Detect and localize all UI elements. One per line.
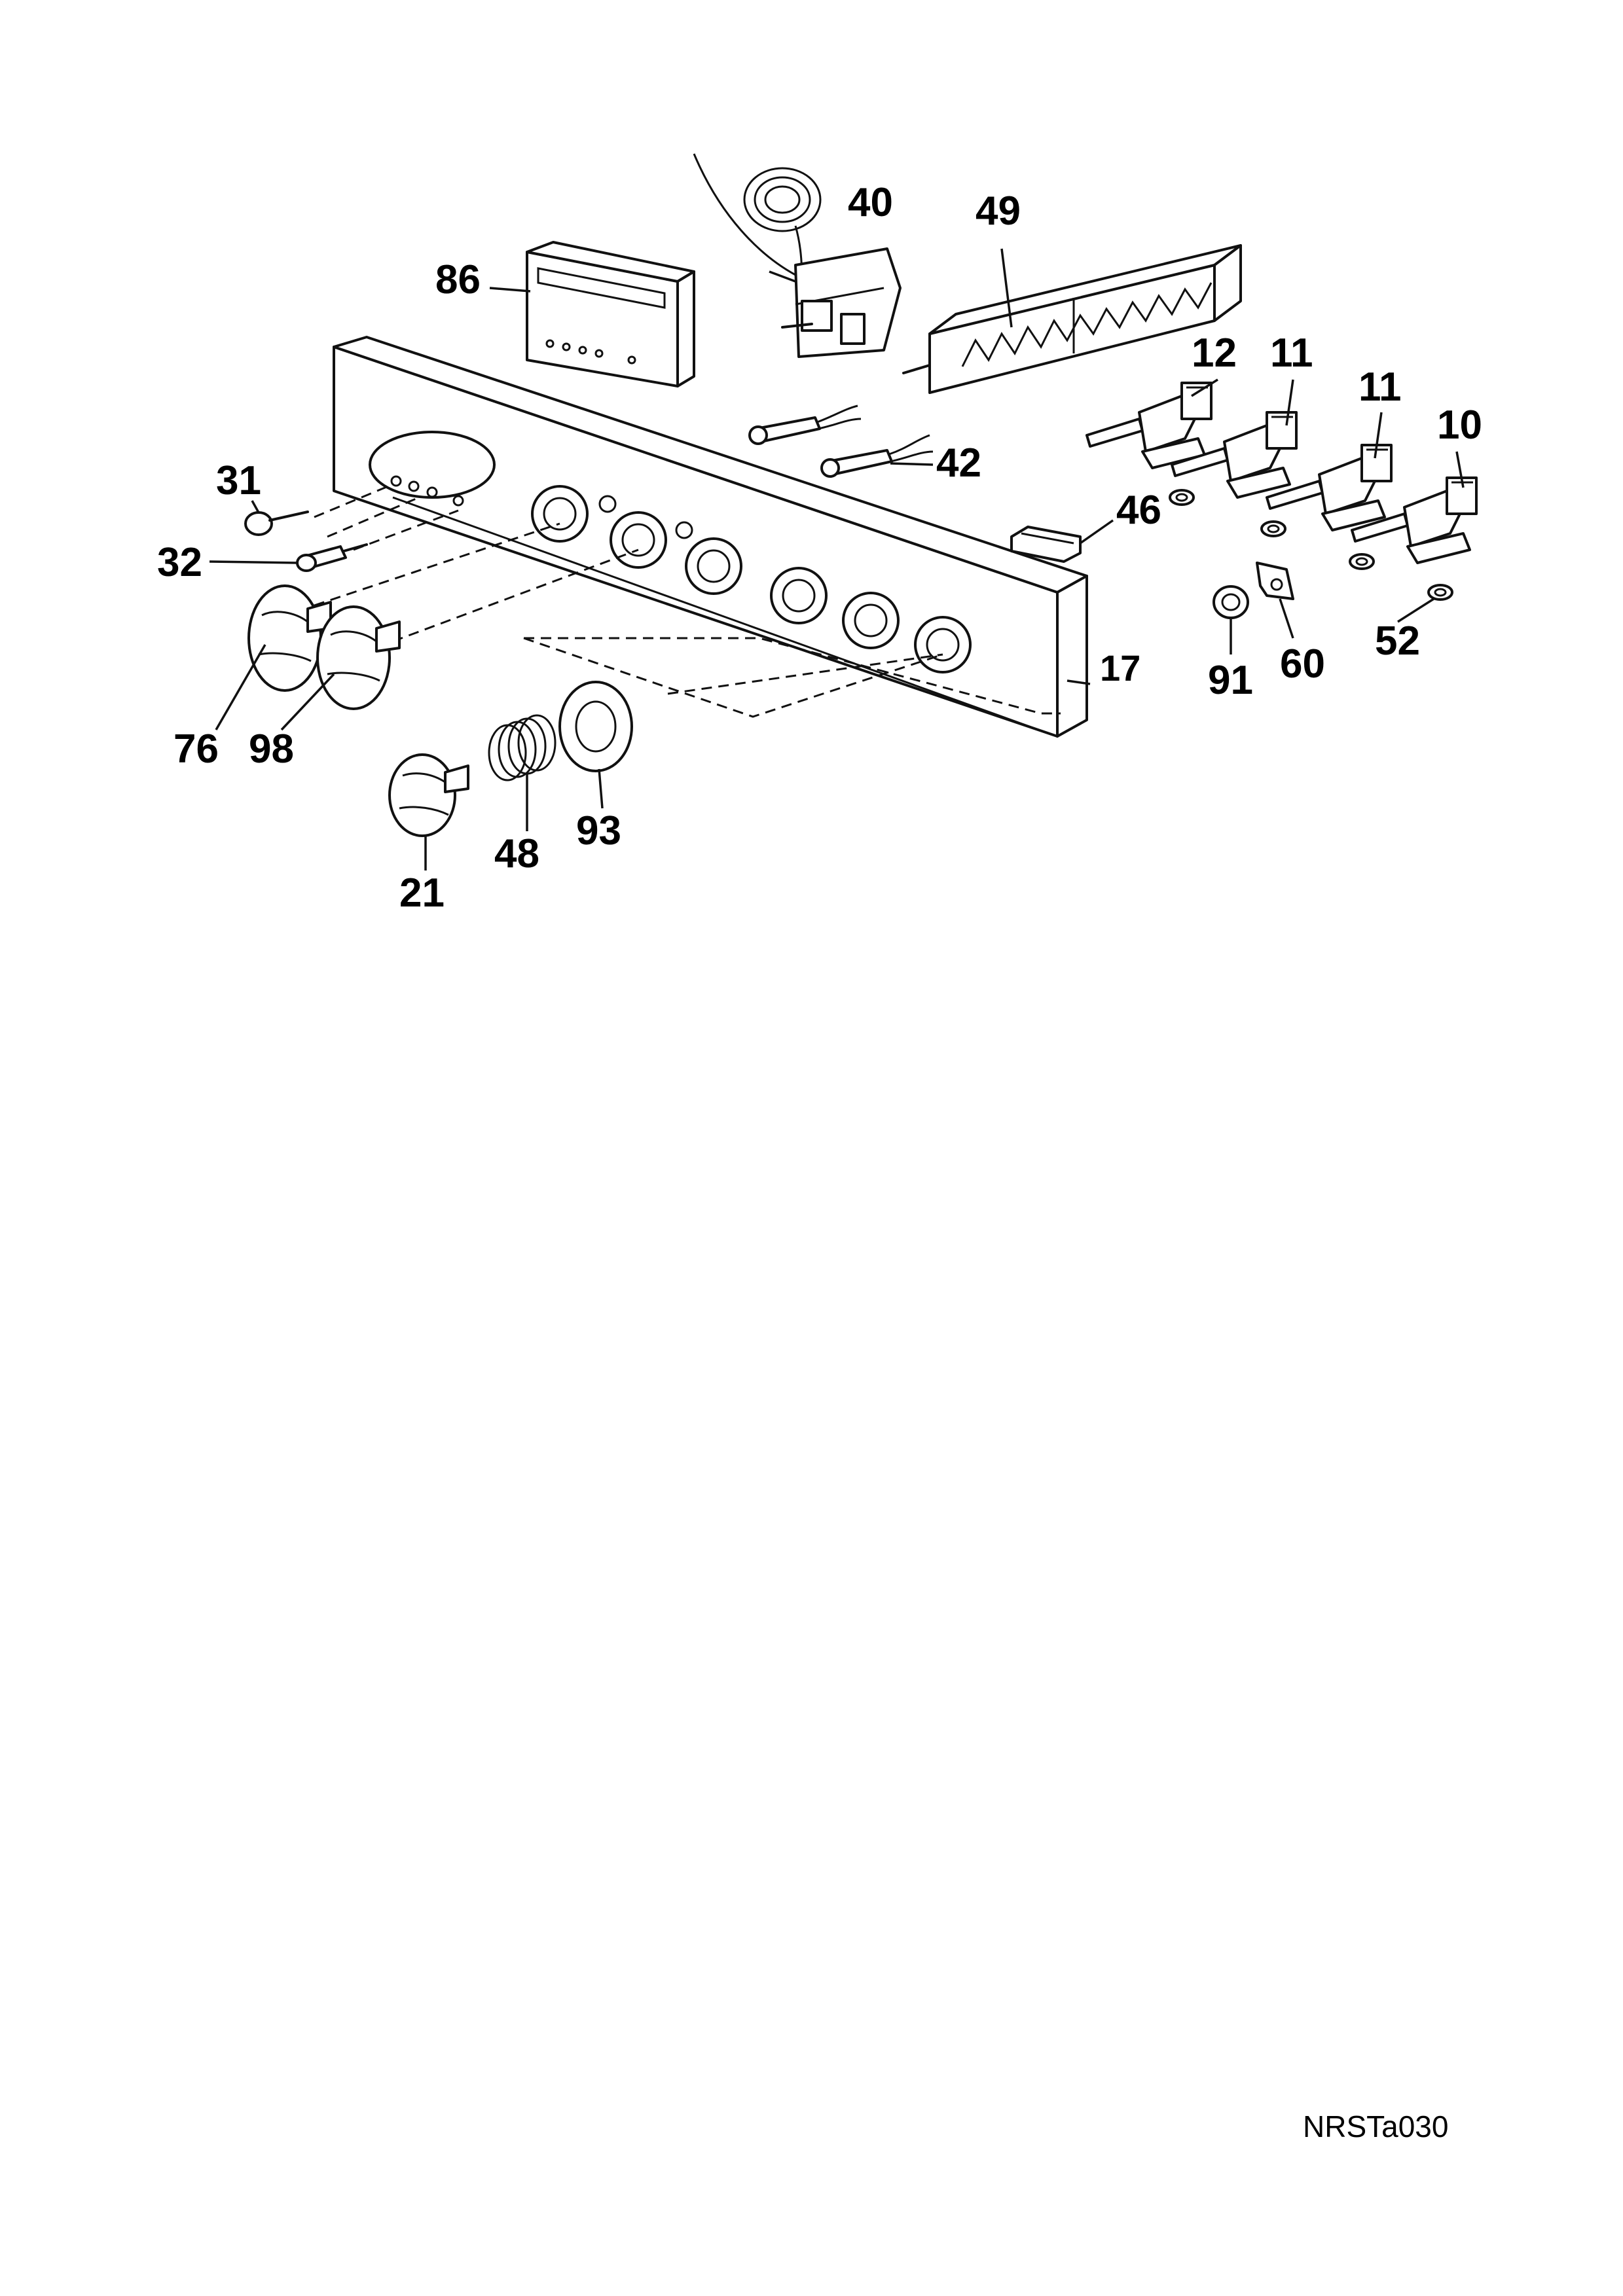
callout-32: 32 xyxy=(157,540,202,585)
clip-part-60 xyxy=(1256,562,1294,600)
indicator-holes xyxy=(390,475,464,507)
control-knob-part-98 xyxy=(316,605,401,710)
thermostat-part-40 xyxy=(693,153,902,358)
washers xyxy=(1169,489,1453,601)
callout-10: 10 xyxy=(1437,403,1482,448)
leader-lines xyxy=(209,248,1465,870)
gas-taps xyxy=(1085,382,1478,564)
callout-11-first: 11 xyxy=(1270,331,1313,376)
callout-21: 21 xyxy=(399,870,445,916)
gas-tap-part-10 xyxy=(1351,476,1478,564)
push-button-part-32 xyxy=(296,543,368,572)
callout-40: 40 xyxy=(848,180,893,225)
gas-tap-part-11-second xyxy=(1266,444,1393,531)
indicator-lamps-part-42 xyxy=(748,404,934,478)
callout-52: 52 xyxy=(1375,619,1420,664)
callout-46: 46 xyxy=(1116,488,1161,533)
callouts: 40 49 86 12 11 11 10 42 46 31 32 52 91 6… xyxy=(157,180,1482,916)
callout-93: 93 xyxy=(576,808,621,853)
callout-49: 49 xyxy=(976,188,1021,234)
callout-60: 60 xyxy=(1280,641,1325,687)
callout-76: 76 xyxy=(173,726,219,772)
diagram-reference-code: NRSTa030 xyxy=(1303,2109,1448,2144)
callout-91: 91 xyxy=(1208,658,1253,703)
callout-48: 48 xyxy=(494,831,539,876)
selector-switch-part-49 xyxy=(902,244,1242,394)
spring-part-48 xyxy=(488,714,556,781)
bezel-ring-part-93 xyxy=(558,681,633,772)
callout-17: 17 xyxy=(1100,647,1140,689)
bracket-part-46 xyxy=(1010,526,1082,563)
bushing-part-91 xyxy=(1213,585,1249,619)
callout-86: 86 xyxy=(435,257,481,302)
timer-module-part-86 xyxy=(526,241,695,387)
gas-tap-part-11-first xyxy=(1171,411,1298,499)
callout-12: 12 xyxy=(1192,331,1237,376)
control-knob-part-21 xyxy=(388,753,469,837)
callout-11-second: 11 xyxy=(1359,365,1402,410)
callout-31: 31 xyxy=(216,458,261,503)
push-button-part-31 xyxy=(244,511,309,536)
gas-tap-part-12 xyxy=(1085,382,1213,469)
assembly-guide-lines xyxy=(314,483,1061,734)
callout-42: 42 xyxy=(936,440,981,486)
control-panel-part-17 xyxy=(333,336,1088,738)
washer-part-52 xyxy=(1427,584,1453,601)
callout-98: 98 xyxy=(249,726,294,772)
